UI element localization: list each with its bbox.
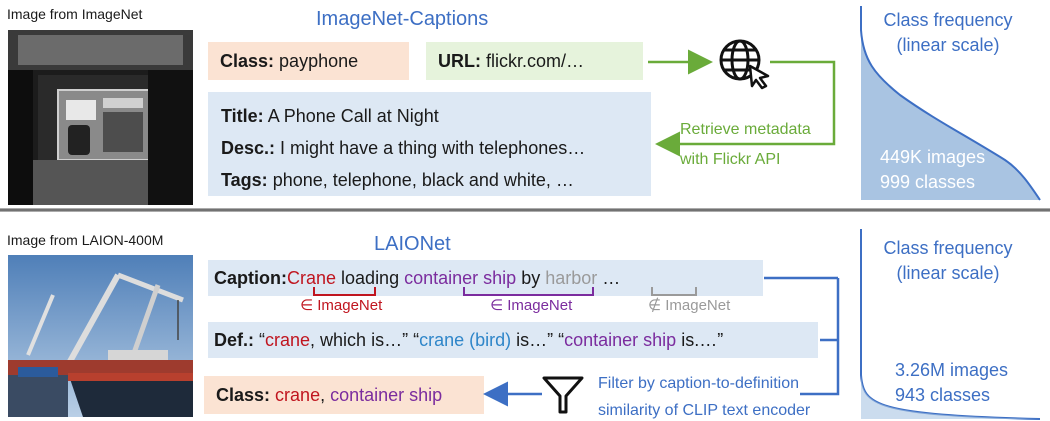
definition-row: Def.: “crane, which is…” “crane (bird) i… <box>214 328 723 352</box>
filter-text-2: similarity of CLIP text encoder <box>598 402 811 419</box>
crane-in-imagenet: ∈ ImageNet <box>300 297 383 314</box>
top-metadata-box: Title: A Phone Call at Night Desc.: I mi… <box>208 92 651 196</box>
top-tags-row: Tags: phone, telephone, black and white,… <box>221 164 651 196</box>
ship-in-imagenet: ∈ ImageNet <box>490 297 573 314</box>
bottom-count-images: 3.26M images <box>895 360 1009 380</box>
top-freq-line2: (linear scale) <box>896 35 1000 55</box>
top-tags-label: Tags: <box>221 170 268 190</box>
top-class-value: payphone <box>279 51 359 71</box>
def-label: Def.: <box>214 330 254 350</box>
bottom-class-crane: crane <box>275 385 321 405</box>
bottom-count-classes: 943 classes <box>895 385 991 405</box>
bottom-section-title: LAIONet <box>374 233 451 255</box>
caption-label: Caption: <box>214 268 287 288</box>
top-url-value: flickr.com/… <box>486 51 585 71</box>
retrieve-arrows <box>648 49 836 157</box>
top-desc-row: Desc.: I might have a thing with telepho… <box>221 132 651 164</box>
def-q2-word: crane (bird) <box>419 330 512 350</box>
bottom-class-ship: container ship <box>330 385 443 405</box>
def-q3-open: “ <box>558 330 565 350</box>
filter-arrows <box>483 276 840 407</box>
top-url-box: URL: flickr.com/… <box>426 42 643 80</box>
def-q1-open: “ <box>259 330 266 350</box>
caption-ellipsis: … <box>602 268 621 288</box>
bottom-freq-line1: Class frequency <box>883 238 1013 258</box>
payphone-photo <box>8 30 193 205</box>
top-url-label: URL: <box>438 51 481 71</box>
def-q1-rest: , which is…” <box>310 330 409 350</box>
caption-word-harbor: harbor <box>545 268 598 288</box>
def-q1-word: crane <box>265 330 311 350</box>
caption-word-crane: Crane <box>286 268 337 288</box>
bottom-freq-line2: (linear scale) <box>896 263 1000 283</box>
bottom-class-box: Class: crane, container ship <box>204 376 484 414</box>
top-title-label: Title: <box>221 106 264 126</box>
caption-brackets <box>313 287 594 296</box>
bottom-class-sep: , <box>320 385 331 405</box>
top-frequency-curve <box>860 6 1041 201</box>
top-freq-line1: Class frequency <box>883 10 1013 30</box>
caption-row: Caption:Crane loading container ship by … <box>214 266 620 290</box>
filter-text-1: Filter by caption-to-definition <box>598 375 799 392</box>
def-q2-rest: is…” <box>511 330 554 350</box>
filter-funnel-icon <box>542 376 584 414</box>
bottom-class-label: Class: <box>216 385 271 405</box>
top-image-caption: Image from ImageNet <box>7 6 143 22</box>
top-section-title: ImageNet-Captions <box>316 8 489 30</box>
section-divider <box>0 208 1050 212</box>
caption-bracket-gray <box>651 287 697 296</box>
def-q3-rest: is.…” <box>676 330 724 350</box>
caption-box <box>208 260 763 296</box>
top-desc-label: Desc.: <box>221 138 276 158</box>
top-title-row: Title: A Phone Call at Night <box>221 100 651 132</box>
def-q3-word: container ship <box>564 330 677 350</box>
harbor-not-in-imagenet: ∉ ImageNet <box>648 297 731 314</box>
retrieve-text-1: Retrieve metadata <box>680 121 811 138</box>
crane-ship-photo <box>8 255 193 417</box>
caption-word-by: by <box>521 268 541 288</box>
top-class-label: Class: <box>220 51 275 71</box>
top-title-value: A Phone Call at Night <box>267 106 439 126</box>
caption-word-container-ship: container ship <box>404 268 517 288</box>
top-count-classes: 999 classes <box>880 172 976 192</box>
top-desc-value: I might have a thing with telephones… <box>280 138 586 158</box>
def-q2-open: “ <box>413 330 420 350</box>
globe-cursor-icon <box>719 39 770 90</box>
retrieve-text-2: with Flickr API <box>680 151 781 168</box>
caption-word-loading: loading <box>341 268 400 288</box>
top-tags-value: phone, telephone, black and white, … <box>272 170 574 190</box>
top-count-images: 449K images <box>880 147 986 167</box>
bottom-image-caption: Image from LAION-400M <box>7 232 164 248</box>
bottom-frequency-curve <box>860 229 1041 420</box>
definition-box <box>208 322 818 358</box>
top-class-box: Class: payphone <box>208 42 409 80</box>
